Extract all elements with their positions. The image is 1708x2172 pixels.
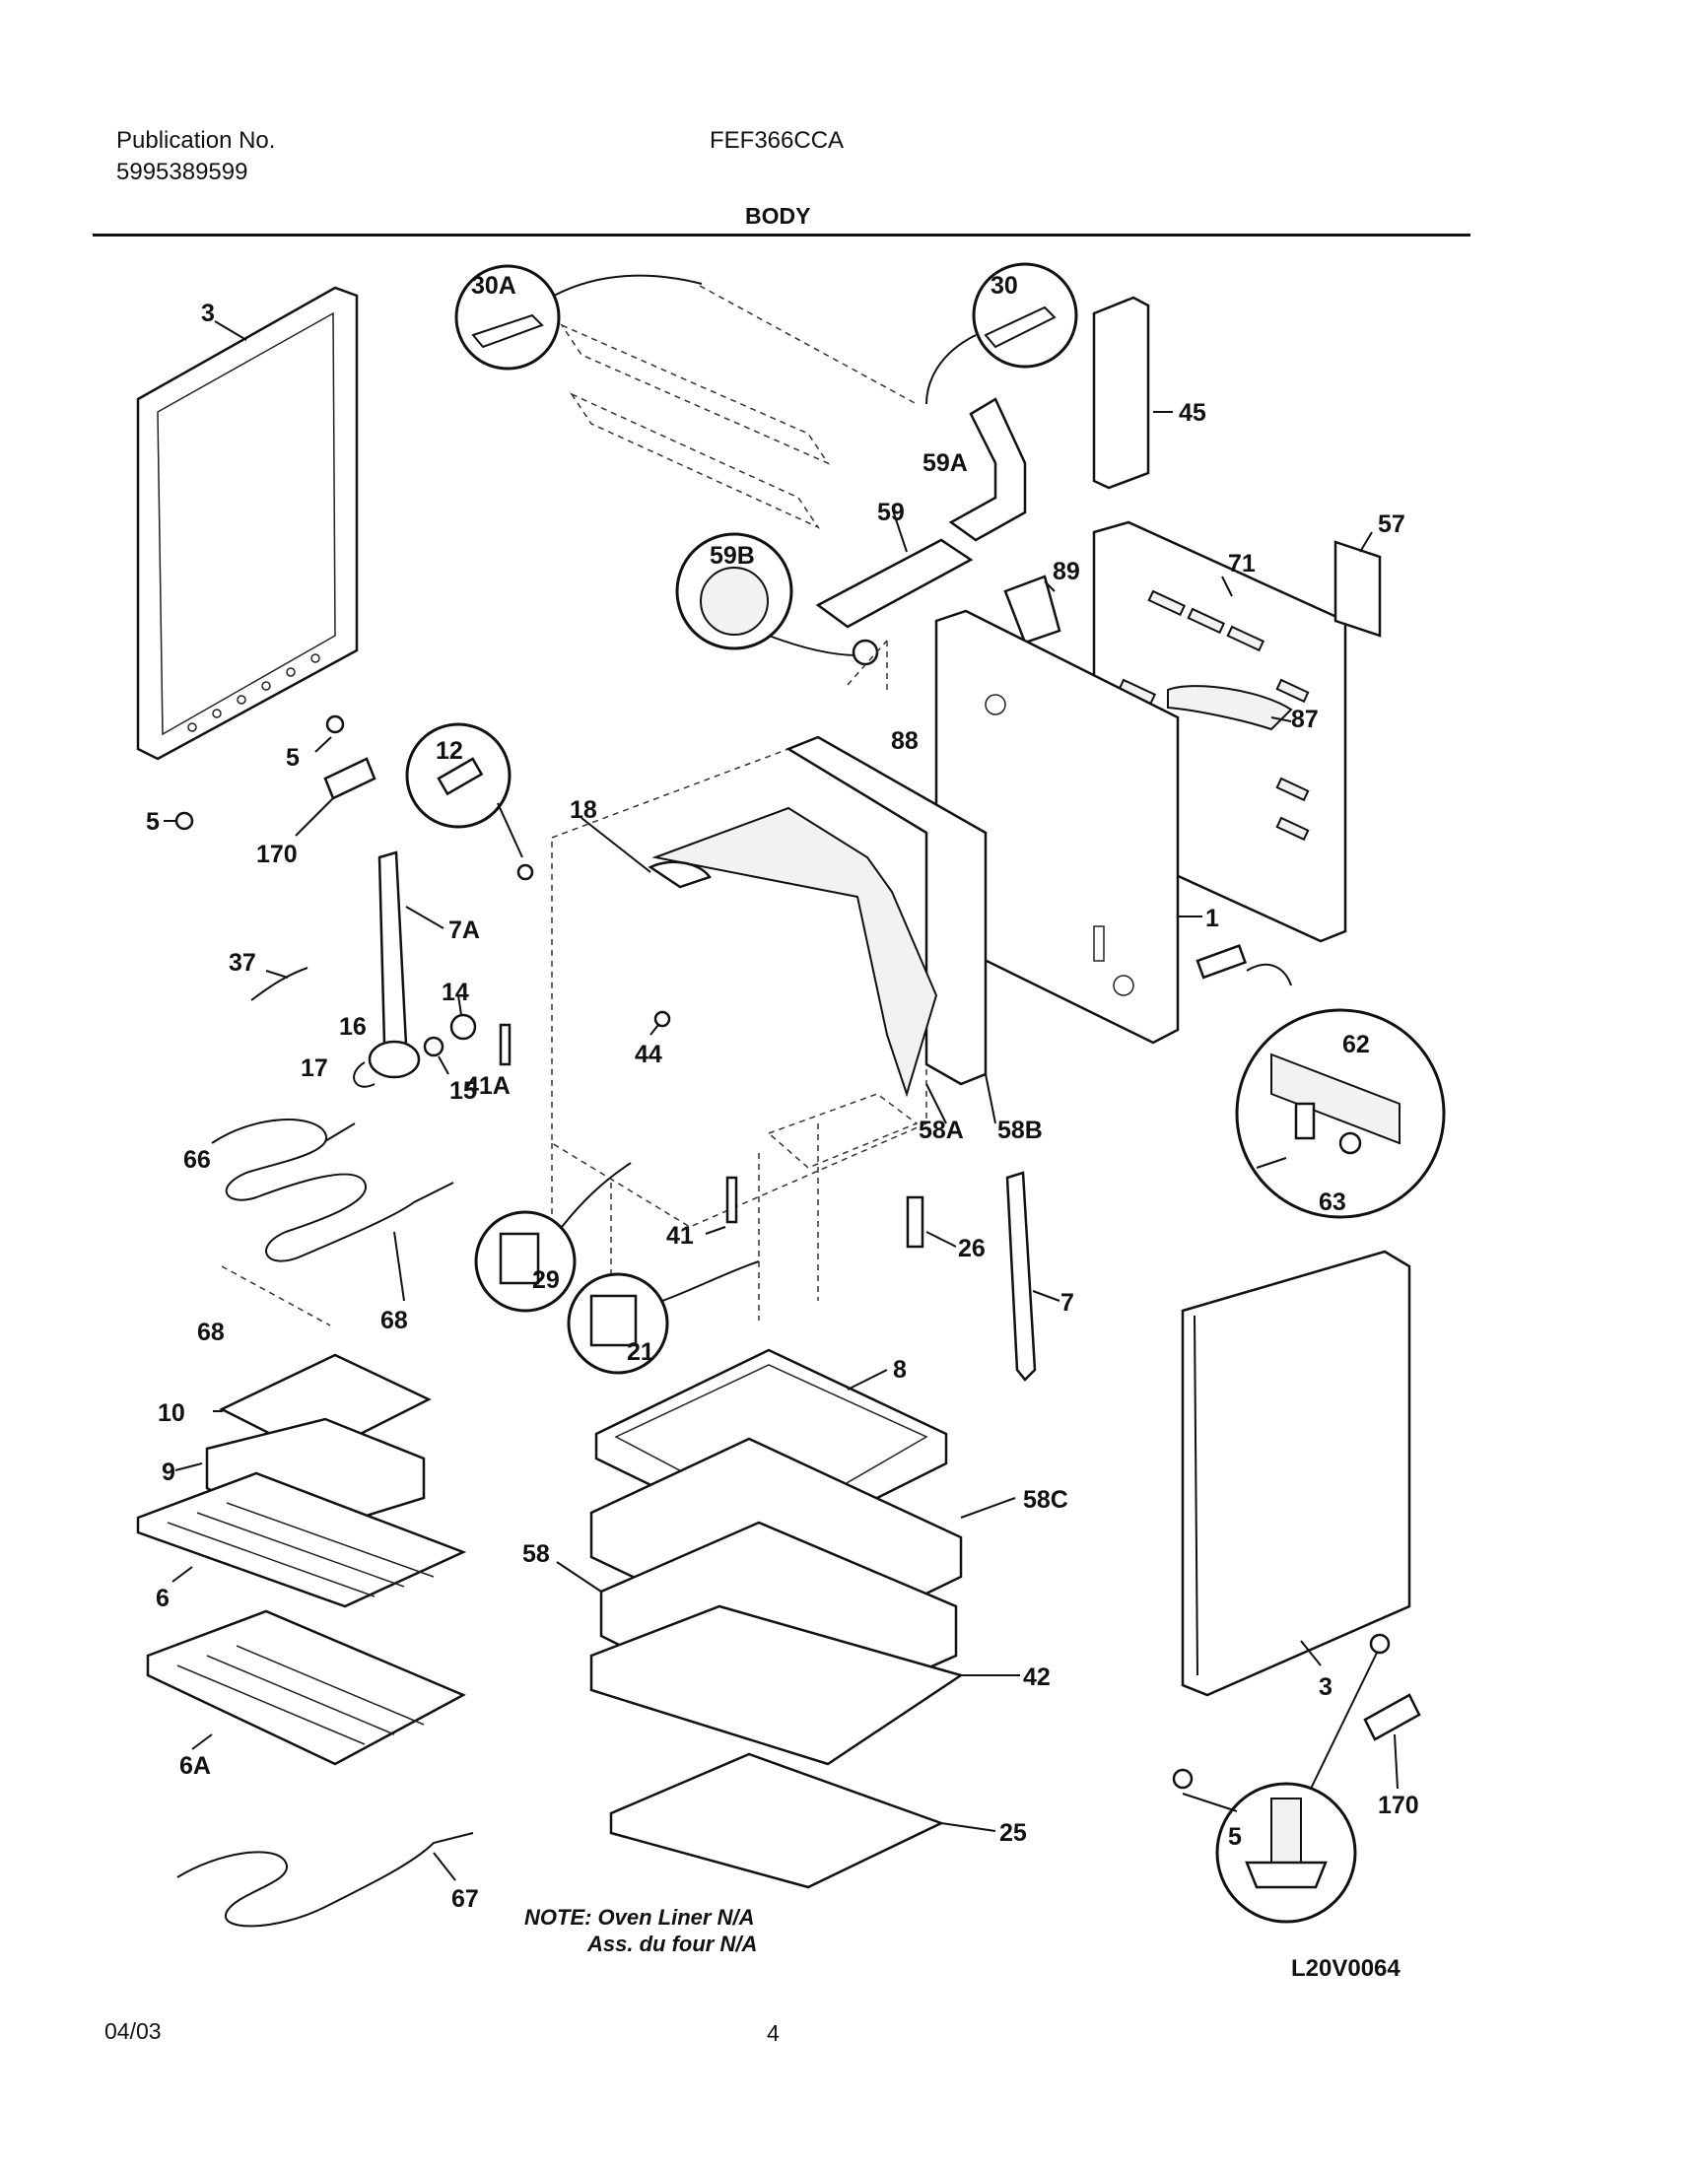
label-7A: 7A: [448, 916, 480, 944]
part-44: [653, 1010, 671, 1028]
detail-circle-30: [972, 262, 1078, 369]
label-1: 1: [1205, 905, 1219, 932]
label-58C: 58C: [1023, 1486, 1068, 1514]
label-45: 45: [1179, 399, 1206, 427]
screw-5-lower: [174, 811, 194, 831]
label-21: 21: [627, 1338, 654, 1366]
label-68-left: 68: [197, 1319, 225, 1346]
label-44: 44: [635, 1041, 662, 1068]
label-67: 67: [451, 1885, 479, 1913]
part-15: [423, 1036, 444, 1057]
label-6A: 6A: [179, 1752, 211, 1780]
label-25: 25: [999, 1819, 1027, 1847]
label-63: 63: [1319, 1188, 1346, 1216]
part-45-housing: [1092, 296, 1150, 490]
part-59A-duct: [948, 397, 1027, 542]
label-7: 7: [1060, 1289, 1074, 1317]
section-title: BODY: [745, 203, 811, 229]
page-number: 4: [767, 2020, 780, 2046]
label-10: 10: [158, 1399, 185, 1427]
part-16: [368, 1040, 421, 1079]
label-41A: 41A: [465, 1072, 511, 1100]
note-line-2: Ass. du four N/A: [587, 1932, 758, 1956]
label-58: 58: [522, 1540, 550, 1568]
header-rule: [93, 234, 1470, 237]
label-41: 41: [666, 1222, 694, 1250]
label-12: 12: [436, 737, 463, 765]
footer-date: 04/03: [104, 2018, 162, 2044]
label-8: 8: [893, 1356, 907, 1384]
label-170-right: 170: [1378, 1792, 1419, 1819]
label-5-right: 5: [1228, 1823, 1242, 1851]
part-41A: [499, 1023, 512, 1066]
oven-rack-6: [136, 1471, 467, 1608]
label-59: 59: [877, 499, 905, 526]
label-16: 16: [339, 1013, 367, 1041]
part-7A-bracket: [377, 850, 408, 1056]
part-26: [906, 1195, 924, 1249]
bottom-25: [609, 1752, 945, 1889]
drawing-id: L20V0064: [1291, 1955, 1401, 1982]
part-42: [589, 1604, 964, 1766]
part-17: [353, 1061, 376, 1088]
label-59A: 59A: [922, 449, 968, 477]
label-62: 62: [1342, 1031, 1370, 1058]
label-5-lower: 5: [146, 808, 160, 836]
part-41: [725, 1176, 738, 1224]
publication-label: Publication No.: [116, 127, 276, 154]
part-89-bracket: [1003, 575, 1061, 645]
bake-element-66: [211, 1119, 454, 1262]
label-30A: 30A: [471, 272, 516, 300]
label-6: 6: [156, 1585, 170, 1612]
note-line-1: NOTE: Oven Liner N/A: [524, 1905, 755, 1930]
label-66: 66: [183, 1146, 211, 1174]
label-3-right: 3: [1319, 1673, 1332, 1701]
screw-5-upper: [325, 714, 345, 734]
label-57: 57: [1378, 510, 1405, 538]
part-57-label: [1333, 540, 1382, 638]
part-18: [648, 860, 712, 889]
oven-cavity-body: [551, 735, 988, 1321]
label-170-left: 170: [256, 841, 298, 868]
label-15: 15: [449, 1077, 477, 1105]
part-14: [449, 1013, 477, 1041]
terminal-block: [1196, 944, 1248, 980]
part-59-duct: [815, 538, 974, 629]
label-3-left: 3: [201, 300, 215, 327]
left-side-panel: [136, 286, 359, 761]
label-88: 88: [891, 727, 919, 755]
part-7-bracket: [1005, 1171, 1037, 1382]
publication-number: 5995389599: [116, 159, 248, 185]
label-26: 26: [958, 1235, 986, 1262]
clip-170-right: [1363, 1693, 1421, 1741]
label-17: 17: [301, 1054, 328, 1082]
label-30: 30: [991, 272, 1018, 300]
label-71: 71: [1228, 550, 1256, 577]
wire-37: [250, 967, 308, 1001]
detail-circle-30A: [454, 264, 561, 371]
label-37: 37: [229, 949, 256, 977]
label-68-right: 68: [380, 1307, 408, 1334]
label-14: 14: [442, 979, 469, 1006]
label-58B: 58B: [997, 1117, 1043, 1144]
label-18: 18: [570, 796, 597, 824]
label-87: 87: [1291, 706, 1319, 733]
label-29: 29: [532, 1266, 560, 1294]
label-9: 9: [162, 1459, 175, 1486]
label-5-upper: 5: [286, 744, 300, 772]
oven-rack-6A: [146, 1609, 466, 1766]
broil-element-67: [176, 1832, 474, 1928]
clip-170-left: [323, 757, 376, 800]
model-number: FEF366CCA: [710, 127, 845, 154]
label-58A: 58A: [919, 1117, 964, 1144]
label-59B: 59B: [710, 542, 755, 570]
label-89: 89: [1053, 558, 1080, 585]
right-side-panel: [1181, 1250, 1411, 1697]
label-42: 42: [1023, 1663, 1051, 1691]
top-brackets: [559, 285, 918, 529]
